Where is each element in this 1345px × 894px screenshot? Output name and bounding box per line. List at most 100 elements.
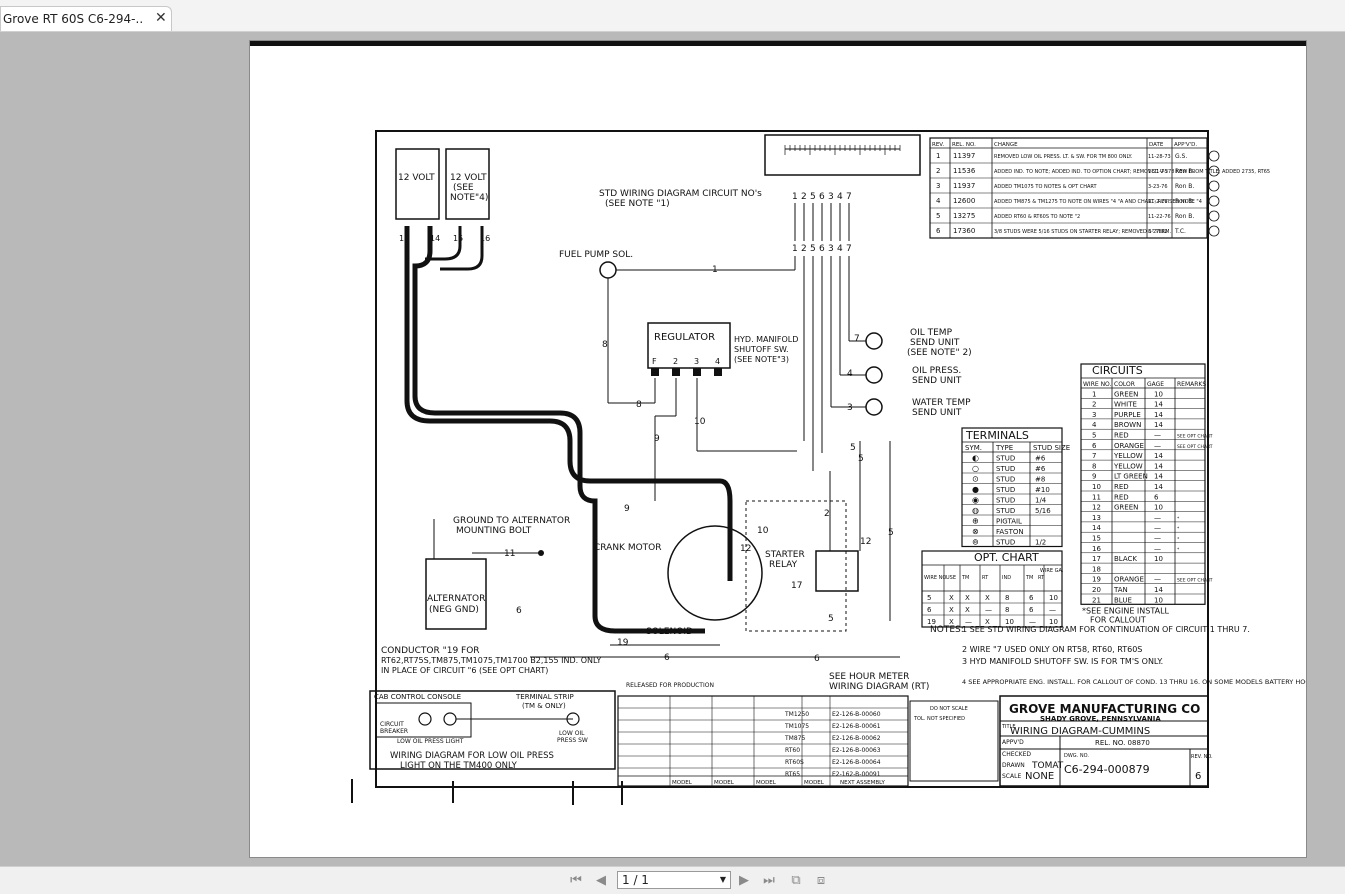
circuit-color: ORANGE [1114, 576, 1144, 584]
circuit-number-top: 7 [846, 192, 852, 202]
revision-rev: 1 [936, 152, 940, 160]
released-stamp: RELEASED FOR PRODUCTION [626, 682, 714, 689]
revision-header: APP'V'D. [1174, 142, 1197, 148]
document-tab[interactable]: Grove RT 60S C6-294-... ✕ [0, 6, 172, 31]
note-4: 4 SEE APPROPRIATE ENG. INSTALL. FOR CALL… [962, 678, 1306, 686]
opt-chart-header: TM [961, 575, 969, 581]
circuit-remarks: * [1177, 516, 1180, 522]
low-oil-label: LOW OIL [559, 730, 585, 737]
circuits-note-1: *SEE ENGINE INSTALL [1082, 606, 1170, 615]
battery-2-note: NOTE"4) [450, 193, 488, 203]
circuit-gage: — [1154, 524, 1161, 532]
prev-page-icon[interactable]: ◀ [596, 873, 606, 888]
revision-change: ADDED IND. TO NOTE; ADDED IND. TO OPTION… [994, 169, 1270, 175]
revision-approved: Ron B. [1175, 198, 1194, 205]
circuit-color: BLUE [1114, 596, 1132, 604]
battery-2-label: 12 VOLT [450, 173, 487, 183]
circuit-wire-no: 1 [1092, 390, 1096, 398]
regulator-terminal-label: 2 [673, 357, 678, 366]
circuit-wire-no: 14 [1092, 524, 1101, 532]
terminal-symbol: ⊙ [972, 475, 979, 484]
circuit-wire-no: 7 [1092, 452, 1096, 460]
last-page-icon[interactable]: ⏭ [763, 873, 775, 888]
circuit-color: RED [1114, 493, 1129, 501]
terminal-type: STUD [996, 539, 1015, 547]
drawn-by: TOMAT [1031, 761, 1064, 771]
note-1: 1 SEE STD WIRING DIAGRAM FOR CONTINUATIO… [962, 625, 1250, 634]
regulator-terminal [672, 368, 680, 376]
model-name: TM1075 [784, 723, 809, 730]
wire-number-label: 6 [516, 606, 522, 616]
fit-icon[interactable]: ⧈ [816, 873, 826, 888]
ground-label-1: GROUND TO ALTERNATOR [453, 516, 570, 526]
terminal-type: FASTON [996, 528, 1024, 536]
circuit-wire-no: 5 [1092, 432, 1096, 440]
regulator-terminal [651, 368, 659, 376]
circuit-number-top: 2 [801, 192, 807, 202]
circuit-gage: — [1154, 442, 1161, 450]
opt-chart-cell: X [965, 606, 970, 614]
circuit-wire-no: 21 [1092, 596, 1101, 604]
terminal-symbol: ⊕ [972, 517, 979, 526]
oil-temp-label-3: (SEE NOTE" 2) [907, 348, 972, 358]
terminal-type: STUD [996, 497, 1015, 505]
revision-change: ADDED TM1075 TO NOTES & OPT CHART [994, 184, 1097, 190]
first-page-icon[interactable]: ⏮ [570, 873, 582, 888]
wire-number-label: 6 [814, 654, 820, 664]
wire-number-label: 8 [636, 400, 642, 410]
model-column-label: MODEL [672, 780, 693, 786]
document-viewer[interactable]: 12 VOLT 12 VOLT (SEE NOTE"4) 13 14 15 16… [0, 32, 1345, 864]
terminal-type: STUD [996, 455, 1015, 463]
circuits-header: REMARKS [1177, 381, 1206, 388]
revision-rev: 2 [936, 167, 940, 175]
battery-cable-neg [404, 226, 733, 581]
circuit-remarks: SEE OPT CHART [1177, 578, 1213, 584]
circuit-remarks: SEE OPT CHART [1177, 444, 1213, 450]
terminal-symbol: ● [972, 485, 979, 494]
battery-terminal-15: 15 [453, 234, 463, 243]
assembly-number: E2-162-B-00091 [832, 771, 881, 778]
crank-motor-label: CRANK MOTOR [594, 543, 662, 553]
scale-value: NONE [1025, 771, 1054, 782]
opt-chart-cell: 10 [1049, 618, 1058, 626]
pdf-page: 12 VOLT 12 VOLT (SEE NOTE"4) 13 14 15 16… [249, 40, 1345, 858]
battery-2 [445, 148, 490, 220]
terminal-symbol: ◉ [972, 496, 979, 505]
terminal-size: 1/2 [1035, 539, 1046, 547]
revision-rel: 17360 [953, 227, 975, 235]
close-icon[interactable]: ✕ [155, 10, 167, 26]
opt-chart-cell: 19 [927, 618, 936, 626]
circuit-number-top: 4 [837, 192, 843, 202]
page-number-select[interactable]: 1 / 1 ▼ [617, 871, 731, 889]
solenoid-label: SOLENOID [646, 627, 693, 637]
revision-date: 11-28-73 [1148, 154, 1171, 160]
rotate-icon[interactable]: ⧉ [791, 873, 801, 888]
wiring-diagram: 12 VOLT 12 VOLT (SEE NOTE"4) 13 14 15 16… [250, 41, 1345, 805]
note-2: 2 WIRE "7 USED ONLY ON RT58, RT60, RT60S [962, 645, 1142, 654]
opt-chart-cell: 5 [927, 594, 931, 602]
battery-1 [395, 148, 440, 220]
circuit-wire-no: 16 [1092, 545, 1101, 553]
circuits-header: COLOR [1114, 381, 1135, 388]
wire-number-label: 17 [791, 581, 802, 591]
wire-number-label: 11 [504, 549, 515, 559]
circuit-wire-no: 3 [1092, 411, 1096, 419]
wire-number-label: 12 [860, 537, 871, 547]
revision-date: 1-21-75 [1148, 169, 1168, 175]
wire-number-label: 10 [757, 526, 769, 536]
tab-title[interactable]: Grove RT 60S C6-294-... [3, 12, 143, 26]
do-not-scale: DO NOT SCALE [930, 706, 968, 712]
circuit-number-mid: 2 [801, 244, 807, 254]
wire-number-label: 3 [847, 403, 853, 413]
inset-caption-2: LIGHT ON THE TM400 ONLY [400, 761, 518, 771]
oil-press-sender [865, 366, 883, 384]
revision-change: ADDED TM875 & TM1275 TO NOTE ON WIRES "4… [994, 199, 1202, 205]
title-block [999, 695, 1209, 787]
next-page-icon[interactable]: ▶ [739, 873, 749, 888]
chevron-down-icon: ▼ [719, 875, 726, 884]
terminal-type: PIGTAIL [996, 518, 1022, 526]
regulator [647, 322, 731, 369]
regulator-terminal-label: 3 [694, 357, 699, 366]
drawing-title: WIRING DIAGRAM-CUMMINS [1010, 726, 1150, 737]
